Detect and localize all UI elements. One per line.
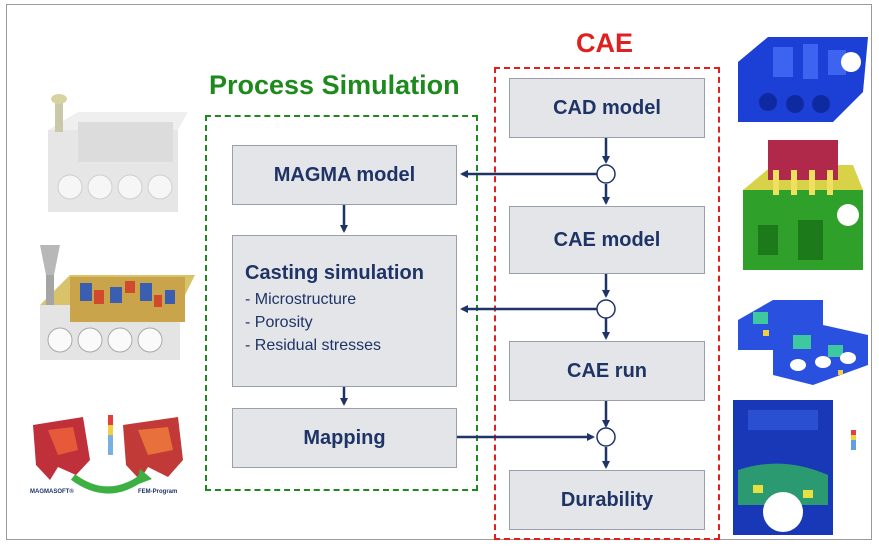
magma-model-label: MAGMA model [273, 163, 416, 186]
engine-block-cae-model-image [743, 140, 863, 270]
cae-group [494, 67, 720, 540]
engine-block-cae-run-image [738, 300, 868, 385]
cae-model-box: CAE model [509, 206, 705, 274]
junction-node-2 [596, 299, 616, 319]
engine-block-durability-image [733, 400, 856, 535]
mapping-box: Mapping [232, 408, 457, 468]
cad-model-label: CAD model [553, 96, 661, 119]
durability-label: Durability [560, 488, 654, 511]
process-simulation-title: Process Simulation [209, 70, 460, 100]
cad-model-box: CAD model [509, 78, 705, 138]
casting-item-microstructure: - Microstructure [245, 291, 357, 308]
cae-run-box: CAE run [509, 341, 705, 401]
mapping-label: Mapping [303, 426, 386, 449]
junction-node-3 [596, 427, 616, 447]
casting-item-residual-stresses: - Residual stresses [245, 337, 382, 354]
casting-simulation-label: Casting simulation [245, 262, 424, 284]
caption-fem-program: FEM-Program [138, 489, 177, 495]
cae-title: CAE [576, 28, 634, 58]
casting-simulation-box: Casting simulation - Microstructure - Po… [232, 235, 457, 387]
slide-frame [6, 4, 872, 540]
durability-box: Durability [509, 470, 705, 530]
caption-magmasoft: MAGMASOFT® [30, 488, 74, 495]
engine-block-casting-transparent-image [48, 94, 188, 212]
casting-item-porosity: - Porosity [245, 314, 313, 331]
cae-model-label: CAE model [553, 228, 661, 251]
junction-node-1 [596, 164, 616, 184]
engine-block-cad-model-image [738, 37, 868, 122]
magmasoft-to-fem-mapping-image: MAGMASOFT® FEM-Program [30, 415, 183, 495]
engine-block-casting-simulation-image [40, 245, 195, 360]
magma-model-box: MAGMA model [232, 145, 457, 205]
process-simulation-group [205, 115, 478, 491]
cae-run-label: CAE run [567, 359, 647, 382]
